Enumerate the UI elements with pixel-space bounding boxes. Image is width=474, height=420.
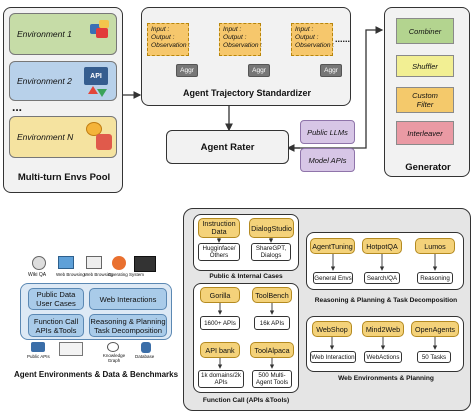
interleaver-box[interactable]: Interleaver: [396, 121, 454, 145]
webshop-source: Web Interaction: [310, 351, 356, 363]
instruction-data-box[interactable]: Instruction Data: [198, 218, 240, 238]
cart-icon: [90, 20, 110, 40]
generator-panel: Combiner Shuffler Custom Filter Interlea…: [384, 7, 470, 177]
api-bank-source: 1k domains/2k APIs: [198, 370, 244, 388]
web-browsing-label: Web Browsing: [56, 272, 85, 277]
public-cases-caption: Public & Internal Cases: [209, 273, 283, 280]
public-llms-box[interactable]: Public LLMs: [300, 120, 355, 144]
knowledge-graph-label: Knowledge Graph: [102, 353, 126, 363]
web-browsing-icon: [58, 256, 74, 269]
benchmarks-panel: Public Data User Cases Web Interactions …: [20, 283, 172, 340]
trajectory-box-3: Input : Output : Observation :: [291, 23, 334, 56]
generator-title: Generator: [405, 162, 451, 173]
database-icon: [141, 342, 151, 353]
benchmark-bottom-icons: Public APIs Knowledge Graph Database: [25, 342, 175, 364]
shuffler-box[interactable]: Shuffler: [396, 55, 454, 77]
agent-rater-box[interactable]: Agent Rater: [166, 130, 289, 164]
agenttuning-source: General Envs: [313, 272, 353, 284]
dialogstudio-box[interactable]: DialogStudio: [249, 218, 294, 238]
agenttuning-box[interactable]: AgentTuning: [310, 238, 355, 254]
custom-filter-box[interactable]: Custom Filter: [396, 87, 454, 113]
webshop-box[interactable]: WebShop: [312, 321, 352, 337]
gorilla-box[interactable]: Gorilla: [200, 287, 240, 303]
web-envs-caption: Web Environments & Planning: [338, 375, 434, 382]
public-data-box[interactable]: Public Data User Cases: [28, 288, 84, 310]
app-screenshot-icon: [59, 342, 83, 356]
lumos-source: Reasoning: [417, 272, 453, 284]
more-environments-ellipsis: ...: [12, 100, 23, 114]
combiner-box[interactable]: Combiner: [396, 18, 454, 44]
database-label: Database: [135, 354, 155, 359]
wiki-qa-label: Wiki QA: [28, 272, 47, 278]
chat-bubbles-icon: [86, 122, 114, 152]
aggr-node-1: Aggr: [176, 64, 198, 77]
openagents-box[interactable]: OpenAgents: [411, 321, 459, 337]
web-browsing-2-label: Web Browsing: [84, 272, 113, 277]
standardizer-title: Agent Trajectory Standardizer: [182, 88, 312, 98]
model-apis-box[interactable]: Model APIs: [300, 148, 355, 172]
reasoning-caption: Reasoning & Planning & Task Decompositio…: [314, 297, 458, 304]
dialogstudio-source: ShareGPT, Dialogs: [251, 243, 291, 261]
toolalpaca-source: 500 Multi- Agent Tools: [252, 370, 292, 388]
public-apis-icon: [31, 342, 45, 352]
benchmarks-caption: Agent Environments & Data & Benchmarks: [14, 370, 179, 379]
knowledge-graph-icon: [107, 342, 119, 352]
web-interactions-box[interactable]: Web Interactions: [89, 288, 167, 310]
web-browsing-2-icon: [86, 256, 102, 269]
instruction-data-source: Hugginface/ Others: [198, 243, 240, 261]
api-icon: API: [84, 67, 108, 85]
standardizer-panel: Input : Output : Observation : Input : O…: [141, 7, 351, 106]
public-apis-label: Public APIs: [27, 354, 50, 359]
aggr-node-2: Aggr: [248, 64, 270, 77]
agent-rater-title: Agent Rater: [200, 141, 255, 153]
hotpotqa-source: Search/QA: [364, 272, 400, 284]
trajectory-box-2: Input : Output : Observation :: [219, 23, 262, 56]
environment-2-label: Environment 2: [17, 76, 72, 86]
gorilla-source: 1600+ APIs: [200, 316, 240, 330]
lumos-box[interactable]: Lumos: [415, 238, 455, 254]
api-bank-box[interactable]: API bank: [200, 342, 240, 358]
trajectory-box-1: Input : Output : Observation :: [147, 23, 190, 56]
environment-1-label: Environment 1: [17, 29, 72, 39]
environment-n-label: Environment N: [17, 132, 74, 142]
trajectory-ellipsis: ......: [335, 34, 351, 44]
reasoning-planning-box[interactable]: Reasoning & Planning Task Decomposition: [89, 314, 167, 337]
up-down-arrows-icon: [88, 86, 107, 98]
mind2web-box[interactable]: Mind2Web: [362, 321, 404, 337]
openagents-source: 50 Tasks: [417, 351, 451, 363]
function-call-caption: Function Call (APIs &Tools): [202, 397, 290, 404]
benchmark-top-icons: Wiki QA Web Browsing Web Browsing Operat…: [28, 256, 163, 282]
toolalpaca-box[interactable]: ToolAlpaca: [250, 342, 294, 358]
env-pool-title: Multi-turn Envs Pool: [17, 172, 111, 183]
toolbench-source: 16k APIs: [254, 316, 290, 330]
env-pool-panel: Environment 1 Environment 2 API ... Envi…: [3, 7, 123, 193]
hotpotqa-box[interactable]: HotpotQA: [362, 238, 402, 254]
toolbench-box[interactable]: ToolBench: [252, 287, 292, 303]
mind2web-source: WebActions: [364, 351, 402, 363]
wiki-qa-icon: [32, 256, 46, 270]
terminal-icon: [134, 256, 156, 272]
function-call-box[interactable]: Function Call APIs &Tools: [28, 314, 84, 337]
operating-system-label: Operating System: [108, 272, 145, 277]
aggr-node-3: Aggr: [320, 64, 342, 77]
operating-system-icon: [112, 256, 126, 270]
